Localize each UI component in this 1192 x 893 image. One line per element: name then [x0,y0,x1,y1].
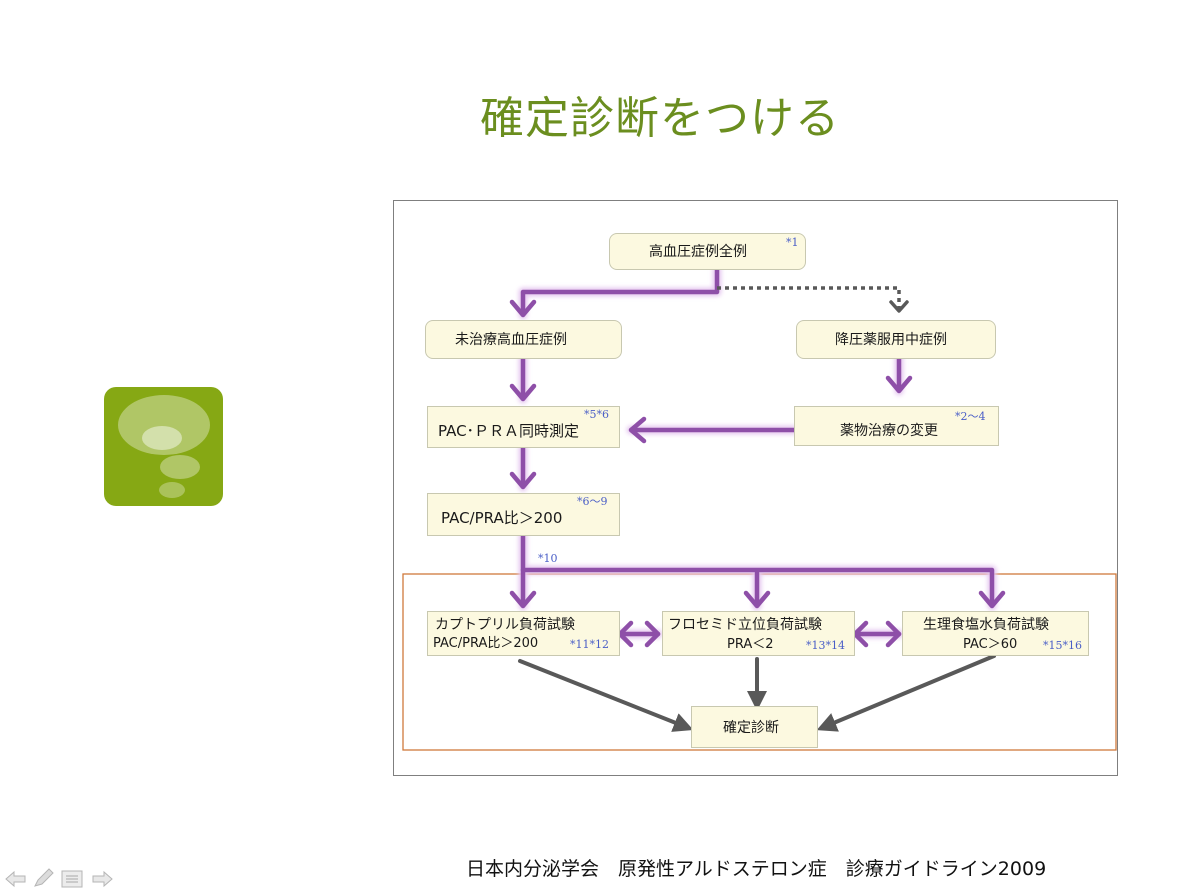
next-arrow-icon[interactable] [90,869,114,889]
all-hypertension-node: 高血圧症例全例 *1 [609,233,806,270]
slideshow-nav [0,867,130,889]
furosemide-test-node: フロセミド立位負荷試験 PRA＜2 *13*14 [662,611,855,656]
on-medication-node: 降圧薬服用中症例 [796,320,996,359]
saline-test-node: 生理食塩水負荷試験 PAC＞60 *15*16 [902,611,1089,656]
untreated-hypertension-node: 未治療高血圧症例 [425,320,622,359]
slide-footer: 日本内分泌学会 原発性アルドステロン症 診療ガイドライン2009 [466,858,1047,880]
prev-arrow-icon[interactable] [4,869,28,889]
definitive-diagnosis-node: 確定診断 [691,706,818,748]
flowchart-connectors [402,265,1117,751]
speech-bubble-icon [104,387,223,506]
pac-pra-ratio-node: PAC/PRA比＞200 *6～9 [427,493,620,536]
branch-ref-label: *10 [538,552,558,565]
menu-icon[interactable] [60,869,84,889]
pac-pra-measurement-node: PAC･ＰＲＡ同時測定 *5*6 [427,406,620,448]
captopril-test-node: カプトプリル負荷試験 PAC/PRA比＞200 *11*12 [427,611,620,656]
pen-icon[interactable] [32,867,56,889]
slide-title: 確定診断をつける [480,93,840,144]
flowchart-frame: 高血圧症例全例 *1 未治療高血圧症例 降圧薬服用中症例 PAC･ＰＲＡ同時測定… [393,200,1118,776]
drug-change-node: 薬物治療の変更 *2～4 [794,406,999,446]
